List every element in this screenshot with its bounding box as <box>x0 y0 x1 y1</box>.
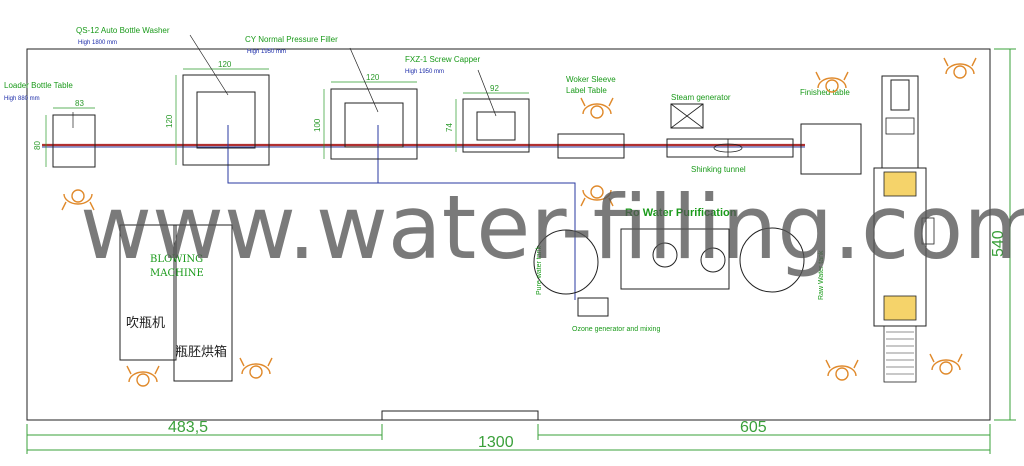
filler-width-dim: 120 <box>366 73 380 82</box>
right-process-line <box>873 75 935 383</box>
steam-label: Steam generator <box>671 93 731 102</box>
washer-label: QS-12 Auto Bottle Washer <box>76 26 170 35</box>
worker-icon <box>943 57 977 79</box>
filler-height-label: High 1950 mm <box>247 49 286 55</box>
pressure-filler <box>323 47 418 160</box>
ozone-label: Ozone generator and mixing <box>572 326 660 333</box>
loader-width-dim: 83 <box>75 99 84 108</box>
dimension-lines <box>26 48 1016 454</box>
blowing-label: BLOWING MACHINE <box>150 254 206 279</box>
shrinking-tunnel <box>666 138 794 158</box>
sleeve-label-line1: Woker Sleeve <box>566 75 616 84</box>
sleeve-label: Woker Sleeve Label Table <box>566 75 618 95</box>
bottle-washer <box>175 34 270 166</box>
watermark-text: www.water-filling.com <box>80 176 1024 279</box>
ro-filter-2 <box>700 247 726 273</box>
worker-icon <box>825 359 859 381</box>
steam-generator <box>670 103 704 129</box>
left-dim: 483,5 <box>168 419 208 436</box>
filler-label: CY Normal Pressure Filler <box>245 35 338 44</box>
water-pipe <box>227 125 576 300</box>
worker-icon <box>580 185 614 207</box>
raw-tank-label: Raw Water tank <box>818 250 825 300</box>
capper-width-dim: 92 <box>490 84 499 93</box>
sleeve-label-table <box>557 133 625 159</box>
ro-purification-unit <box>620 228 730 290</box>
screw-capper <box>455 69 530 153</box>
loader-bottle-table <box>45 107 96 168</box>
loader-height-label: High 880 mm <box>4 96 40 102</box>
shrinking-label: Shinking tunnel <box>691 165 746 174</box>
blowing-label-line1: BLOWING <box>150 254 203 265</box>
capper-height-dim: 74 <box>445 123 454 132</box>
blowing-label-line2: MACHINE <box>150 268 204 279</box>
worker-icon <box>815 71 849 93</box>
right-dim: 605 <box>740 419 767 436</box>
finished-table <box>800 123 862 175</box>
raw-water-tank <box>739 227 805 293</box>
preform-oven <box>173 224 233 382</box>
total-dim: 1300 <box>478 434 514 451</box>
filler-height-dim: 100 <box>313 118 322 132</box>
worker-icon <box>239 357 273 379</box>
worker-icon <box>929 353 963 375</box>
blower-cn-label: 吹瓶机 <box>126 316 165 331</box>
ro-label: Ro Water Purification <box>625 207 737 219</box>
washer-width-dim: 120 <box>218 60 232 69</box>
capper-height-label: High 1950 mm <box>405 69 444 75</box>
worker-icon <box>61 189 95 211</box>
washer-height-label: High 1800 mm <box>78 40 117 46</box>
oven-cn-label: 瓶胚烘箱 <box>175 344 227 360</box>
worker-icon <box>126 365 160 387</box>
worker-icon <box>580 97 614 119</box>
washer-height-dim: 120 <box>165 114 174 128</box>
height-dim: 540 <box>990 230 1007 257</box>
pure-tank-label: Pure water tank <box>536 245 543 295</box>
blowing-machine <box>119 224 177 361</box>
ro-filter-1 <box>652 242 678 268</box>
ozone-generator <box>577 297 609 317</box>
sleeve-label-line2: Label Table <box>566 86 607 95</box>
door-opening <box>381 410 539 421</box>
loader-label: Loader Bottle Table <box>4 81 73 90</box>
pure-water-tank <box>533 229 599 295</box>
capper-label: FXZ-1 Screw Capper <box>405 55 480 64</box>
loader-height-dim: 80 <box>33 141 42 150</box>
finished-label: Finished table <box>800 88 850 97</box>
worker-icons <box>61 57 977 387</box>
